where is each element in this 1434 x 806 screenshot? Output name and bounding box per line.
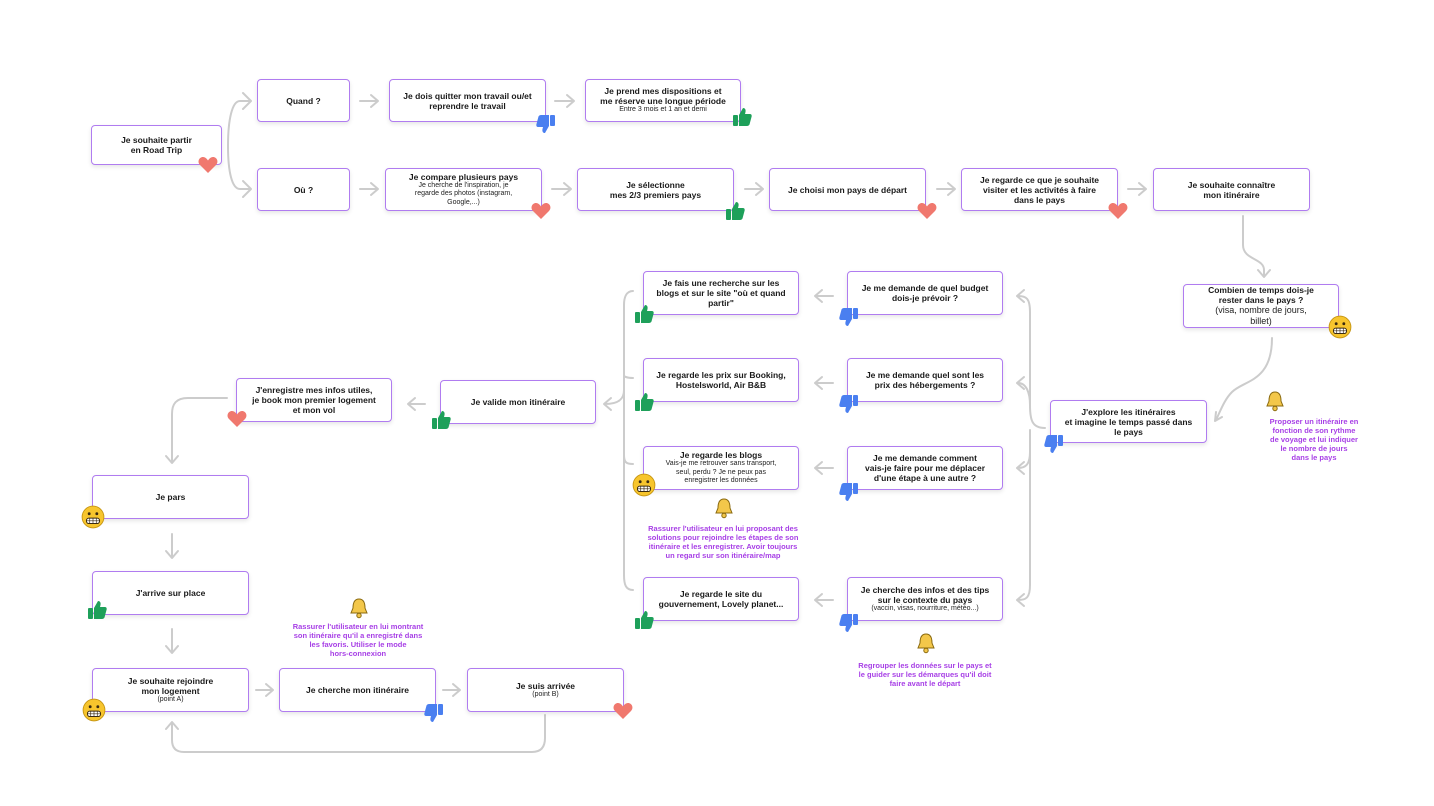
node-infos-tips[interactable]: Je cherche des infos et des tips sur le … [847, 577, 1003, 621]
heart-icon [198, 157, 218, 173]
node-title: J'enregistre mes infos utiles, je book m… [252, 385, 376, 415]
thumbs-down-icon [424, 704, 443, 722]
node-title: Je regarde les prix sur Booking, Hostels… [656, 370, 786, 390]
grimacing-face-icon [1328, 315, 1352, 339]
node-title: Je me demande quel sont les prix des héb… [865, 370, 985, 390]
node-recherche-blogs[interactable]: Je fais une recherche sur les blogs et s… [643, 271, 799, 315]
thumbs-up-icon [635, 393, 654, 411]
node-selectionne[interactable]: Je sélectionne mes 2/3 premiers pays [577, 168, 734, 211]
node-connaitre[interactable]: Je souhaite connaître mon itinéraire [1153, 168, 1310, 211]
heart-icon [531, 203, 551, 219]
node-title: Je choisi mon pays de départ [787, 184, 908, 195]
thumbs-up-icon [635, 611, 654, 629]
bell-icon [715, 498, 733, 519]
grimacing-face-icon [632, 473, 656, 497]
node-title: Je suis arrivée [515, 680, 576, 691]
node-title: Je regarde ce que je souhaite visiter et… [979, 174, 1100, 205]
note-rassurer-solutions: Rassurer l'utilisateur en lui proposant … [647, 524, 799, 560]
node-title: Où ? [293, 184, 314, 195]
node-title: Je me demande comment vais-je faire pour… [865, 453, 985, 483]
node-title: Je valide mon itinéraire [470, 397, 566, 407]
node-title: Je me demande de quel budget dois-je pré… [861, 283, 989, 303]
node-subtitle: (point A) [157, 695, 184, 703]
node-subtitle: (point B) [532, 690, 559, 698]
heart-icon [917, 203, 937, 219]
node-title: J'arrive sur place [135, 588, 206, 598]
node-gouvernement[interactable]: Je regarde le site du gouvernement, Love… [643, 577, 799, 621]
node-explore[interactable]: J'explore les itinéraires et imagine le … [1050, 400, 1207, 443]
node-quitter[interactable]: Je dois quitter mon travail ou/et repren… [389, 79, 546, 122]
node-title: Combien de temps dois-je rester dans le … [1208, 285, 1314, 305]
node-arrive[interactable]: J'arrive sur place [92, 571, 249, 615]
grimacing-face-icon [81, 505, 105, 529]
node-title: Je fais une recherche sur les blogs et s… [656, 278, 786, 308]
node-subtitle: Entre 3 mois et 1 an et demi [619, 106, 707, 114]
bell-icon [917, 633, 935, 654]
node-title: Quand ? [286, 95, 321, 106]
node-rejoindre[interactable]: Je souhaite rejoindre mon logement(point… [92, 668, 249, 712]
node-title: Je sélectionne mes 2/3 premiers pays [609, 179, 702, 200]
node-subtitle: (visa, nombre de jours, billet) [1215, 305, 1307, 326]
bell-icon [1266, 391, 1284, 412]
thumbs-down-icon [536, 115, 555, 133]
node-ou[interactable]: Où ? [257, 168, 350, 211]
node-subtitle: Je cherche de l'inspiration, je regarde … [414, 181, 513, 206]
node-subtitle: (vaccin, visas, nourriture, météo...) [871, 604, 979, 612]
node-choisi[interactable]: Je choisi mon pays de départ [769, 168, 926, 211]
node-title: Je cherche mon itinéraire [306, 685, 409, 695]
node-title: Je regarde le site du gouvernement, Love… [658, 589, 784, 609]
thumbs-up-icon [88, 601, 107, 619]
node-title: J'explore les itinéraires et imagine le … [1064, 406, 1193, 437]
node-enregistre[interactable]: J'enregistre mes infos utiles, je book m… [236, 378, 392, 422]
node-title: Je prend mes dispositions et me réserve … [600, 86, 726, 107]
node-combien[interactable]: Combien de temps dois-je rester dans le … [1183, 284, 1339, 328]
grimacing-face-icon [82, 698, 106, 722]
heart-icon [613, 703, 633, 719]
note-rassurer-favoris: Rassurer l'utilisateur en lui montrant s… [292, 622, 424, 658]
node-title: Je souhaite connaître mon itinéraire [1187, 179, 1276, 200]
thumbs-down-icon [839, 395, 858, 413]
node-title: Je regarde les blogs [679, 450, 763, 461]
heart-icon [227, 411, 247, 427]
thumbs-up-icon [733, 108, 752, 126]
node-budget[interactable]: Je me demande de quel budget dois-je pré… [847, 271, 1003, 315]
thumbs-down-icon [1044, 435, 1063, 453]
bell-icon [350, 598, 368, 619]
thumbs-up-icon [635, 305, 654, 323]
node-title: Je cherche des infos et des tips sur le … [860, 584, 990, 605]
node-valide[interactable]: Je valide mon itinéraire [440, 380, 596, 424]
note-regrouper: Regrouper les données sur le pays et le … [858, 661, 992, 688]
node-prix-hebergements[interactable]: Je me demande quel sont les prix des héb… [847, 358, 1003, 402]
thumbs-down-icon [839, 308, 858, 326]
node-title: Je dois quitter mon travail ou/et repren… [403, 90, 532, 111]
node-subtitle: Vais-je me retrouver sans transport, seu… [665, 460, 777, 485]
thumbs-down-icon [839, 614, 858, 632]
node-title: Je souhaite rejoindre mon logement [127, 675, 214, 696]
node-prix-booking[interactable]: Je regarde les prix sur Booking, Hostels… [643, 358, 799, 402]
note-proposer: Proposer un itinéraire en fonction de so… [1269, 417, 1359, 462]
thumbs-up-icon [726, 202, 745, 220]
node-title: Je souhaite partir en Road Trip [121, 135, 192, 155]
node-cherche-itineraire[interactable]: Je cherche mon itinéraire [279, 668, 436, 712]
thumbs-down-icon [839, 483, 858, 501]
node-suis-arrivee[interactable]: Je suis arrivée(point B) [467, 668, 624, 712]
thumbs-up-icon [432, 411, 451, 429]
node-quand[interactable]: Quand ? [257, 79, 350, 122]
node-dispositions[interactable]: Je prend mes dispositions et me réserve … [585, 79, 741, 122]
node-regarde-visiter[interactable]: Je regarde ce que je souhaite visiter et… [961, 168, 1118, 211]
node-pars[interactable]: Je pars [92, 475, 249, 519]
node-title: Je compare plusieurs pays [408, 171, 519, 182]
node-deplacer[interactable]: Je me demande comment vais-je faire pour… [847, 446, 1003, 490]
heart-icon [1108, 203, 1128, 219]
node-title: Je pars [155, 492, 186, 502]
